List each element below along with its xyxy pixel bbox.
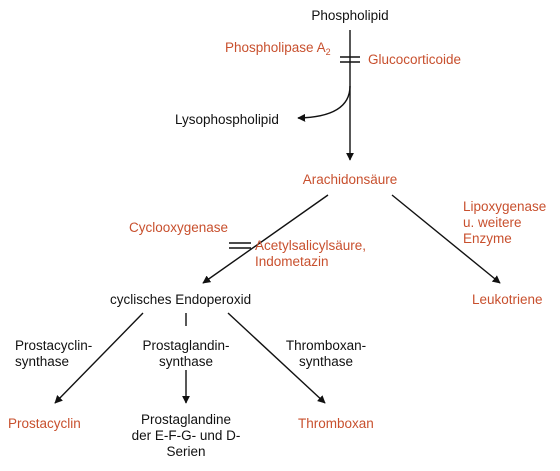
arrow-arachidonic-to-leukotriene (391, 194, 501, 284)
enzyme-thromboxane-synthase-line2: synthase (298, 354, 354, 369)
inhibitor-nsaids: Acetylsalicylsäure, Indometazin (255, 238, 366, 270)
enzyme-prostaglandin-synthase-line2: synthase (158, 354, 214, 369)
enzyme-lipoxygenase: Lipoxygenase u. weitere Enzyme (463, 199, 546, 247)
arrow-to-lysophospholipid (297, 85, 351, 122)
enzyme-thromboxane-synthase-line1: Thromboxan- (285, 338, 367, 353)
node-prostaglandins: Prostaglandine der E-F-G- und D- Serien (126, 412, 246, 460)
enzyme-cyclooxygenase: Cyclooxygenase (129, 220, 229, 235)
node-prostaglandins-line1: Prostaglandine (140, 412, 232, 427)
inhibitor-nsaids-line2: Indometazin (255, 254, 329, 269)
enzyme-prostaglandin-synthase-line1: Prostaglandin- (142, 338, 230, 353)
node-lysophospholipid: Lysophospholipid (175, 112, 279, 127)
node-phospholipid: Phospholipid (311, 8, 389, 23)
enzyme-thromboxane-synthase: Thromboxan- synthase (276, 338, 376, 370)
enzyme-prostacyclin-synthase: Prostacyclin- synthase (15, 338, 92, 370)
enzyme-lipoxygenase-line2: u. weitere (463, 215, 522, 230)
enzyme-phospholipase: Phospholipase A2 (225, 40, 331, 57)
enzyme-prostacyclin-synthase-line1: Prostacyclin- (15, 338, 93, 353)
enzyme-lipoxygenase-line1: Lipoxygenase (463, 199, 547, 214)
enzyme-phospholipase-subscript: 2 (325, 47, 331, 57)
inhibitor-nsaids-line1: Acetylsalicylsäure, (255, 238, 367, 253)
enzyme-lipoxygenase-line3: Enzyme (463, 231, 512, 246)
arrow-endoperoxide-to-thromboxane (227, 312, 326, 404)
enzyme-prostacyclin-synthase-line2: synthase (15, 354, 70, 369)
node-prostacyclin: Prostacyclin (8, 416, 81, 431)
arrow-endoperoxide-to-prostacyclin (54, 312, 144, 404)
node-leukotriene: Leukotriene (472, 292, 543, 307)
node-arachidonic-acid: Arachidonsäure (302, 172, 398, 187)
node-prostaglandins-line2: der E-F-G- und D- (131, 428, 241, 443)
inhibitor-glucocorticoids: Glucocorticoide (368, 52, 462, 67)
enzyme-prostaglandin-synthase: Prostaglandin- synthase (131, 338, 241, 370)
arrow-arachidonic-to-endoperoxide (202, 194, 329, 284)
node-endoperoxide: cyclisches Endoperoxid (110, 292, 252, 307)
node-thromboxane: Thromboxan (298, 416, 374, 431)
enzyme-phospholipase-label: Phospholipase A (225, 40, 326, 55)
node-prostaglandins-line3: Serien (166, 444, 206, 459)
